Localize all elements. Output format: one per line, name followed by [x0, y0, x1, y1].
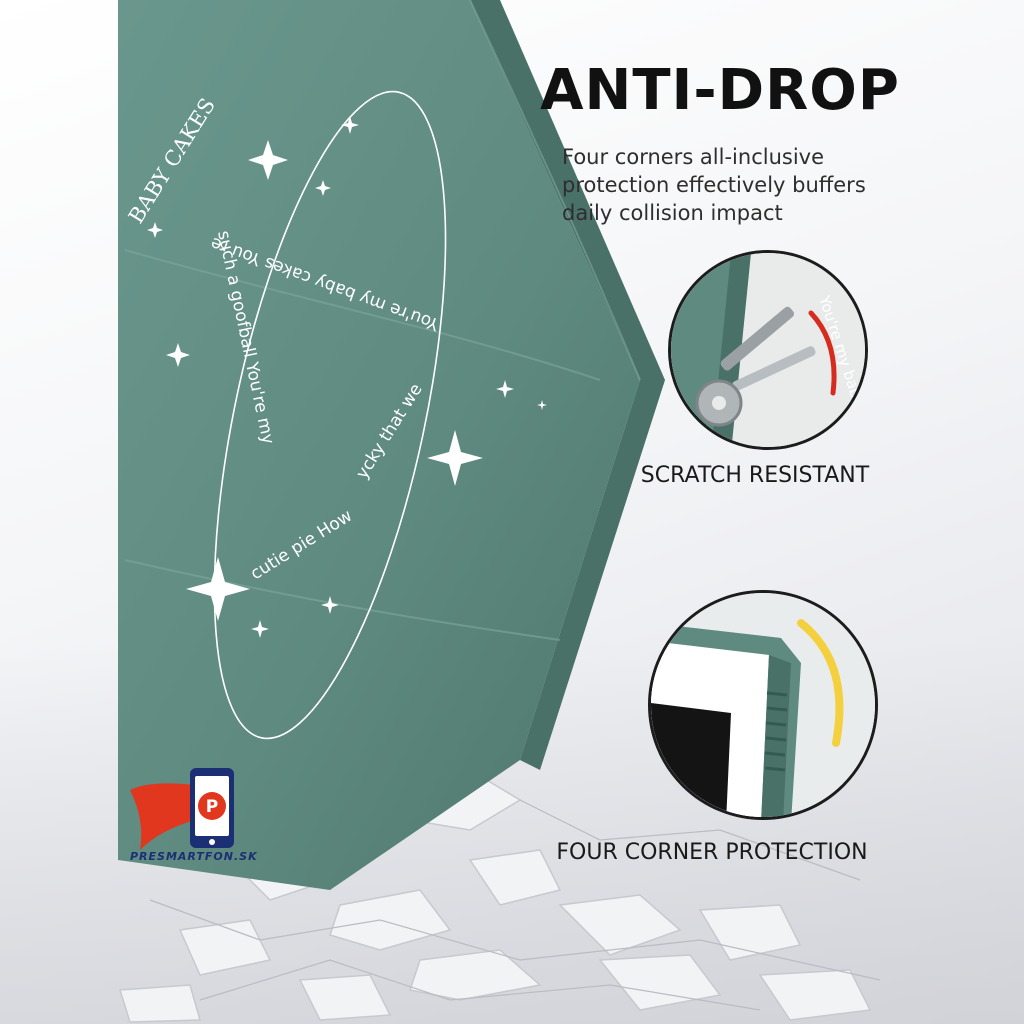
sparkle-icon	[537, 400, 547, 410]
sparkle-icon	[251, 620, 269, 638]
headline: ANTI-DROP	[540, 58, 900, 123]
sparkle-icon	[321, 596, 339, 614]
corner-detail-circle	[648, 590, 878, 820]
brand-logo-text: PRESMARTFON.SK	[130, 850, 258, 863]
scratch-detail-circle: You're my baby	[668, 250, 868, 450]
key-icon	[695, 306, 816, 427]
sparkle-icon	[341, 116, 359, 134]
scratch-resistant-label: SCRATCH RESISTANT	[640, 463, 870, 488]
four-corner-protection-label: FOUR CORNER PROTECTION	[556, 840, 868, 865]
sparkle-icon	[147, 222, 163, 238]
description-line-3: daily collision impact	[562, 201, 783, 225]
case-edge	[470, 0, 665, 770]
sparkles	[147, 116, 547, 638]
sparkle-icon	[248, 140, 288, 180]
feature-description: Four corners all-inclusive protection ef…	[562, 143, 902, 227]
description-line-2: protection effectively buffers	[562, 173, 866, 197]
sparkle-icon	[186, 557, 250, 621]
case-back-panel	[118, 0, 640, 890]
sparkle-icon	[315, 180, 331, 196]
description-line-1: Four corners all-inclusive	[562, 145, 825, 169]
phone-with-cape-logo-icon: P	[130, 768, 234, 850]
sparkle-icon	[166, 343, 190, 367]
sparkle-icon	[427, 430, 483, 486]
print-ring	[213, 90, 447, 740]
logo-letter: P	[206, 797, 218, 817]
sparkle-icon	[496, 380, 514, 398]
